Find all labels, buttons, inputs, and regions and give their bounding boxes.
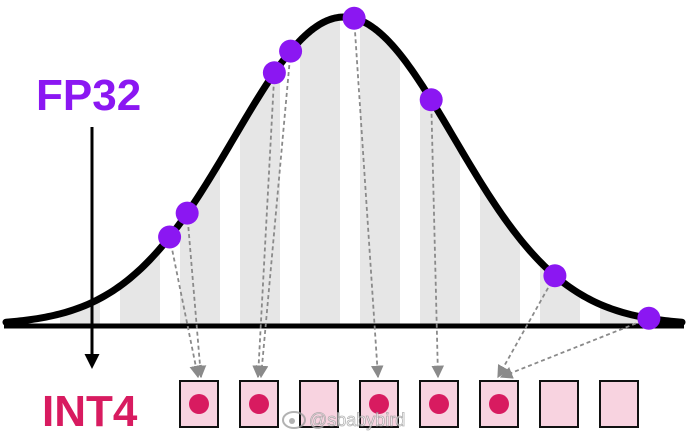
fp32-point <box>543 264 567 288</box>
int4-bin <box>359 380 399 428</box>
band-stripe <box>300 17 340 325</box>
fp32-label: FP32 <box>36 71 141 120</box>
fp32-point <box>262 61 286 85</box>
mapping-arrow <box>499 317 650 379</box>
band-stripe <box>360 17 400 325</box>
fp32-point <box>175 201 199 225</box>
weibo-logo-icon <box>282 411 306 429</box>
fp32-points <box>158 6 661 330</box>
band-stripe <box>480 17 520 325</box>
mapping-arrow <box>430 99 445 379</box>
band-stripe <box>420 17 460 325</box>
mapping-arrow <box>168 236 202 379</box>
fp32-point <box>279 39 303 63</box>
mapping-arrow <box>252 72 276 379</box>
band-stripe <box>120 17 160 325</box>
int4-value-dot <box>369 394 389 414</box>
int4-label: INT4 <box>42 387 138 436</box>
int4-bin <box>599 380 639 428</box>
fp32-point <box>158 225 182 249</box>
mapping-arrow <box>255 51 292 379</box>
int4-value-dot <box>189 394 209 414</box>
watermark: @sbabybird <box>282 410 406 430</box>
watermark-text: @sbabybird <box>309 410 405 430</box>
band-stripe <box>240 17 280 325</box>
int4-value-dot <box>249 394 269 414</box>
fp32-point <box>342 6 366 30</box>
mapping-arrows <box>168 18 650 379</box>
fp32-point <box>637 306 661 330</box>
gaussian-curve <box>2 13 686 326</box>
band-stripe <box>600 17 640 325</box>
mapping-arrow <box>353 18 384 379</box>
int4-bins <box>179 380 639 428</box>
distribution-curve-layer <box>2 13 686 329</box>
band-stripe <box>60 17 100 325</box>
mapping-arrow <box>497 275 556 379</box>
int4-bin <box>299 380 339 428</box>
int4-bin <box>539 380 579 428</box>
int4-value-dot <box>489 394 509 414</box>
band-stripe <box>180 17 220 325</box>
fp32-point <box>419 88 443 112</box>
int4-value-dot <box>429 394 449 414</box>
